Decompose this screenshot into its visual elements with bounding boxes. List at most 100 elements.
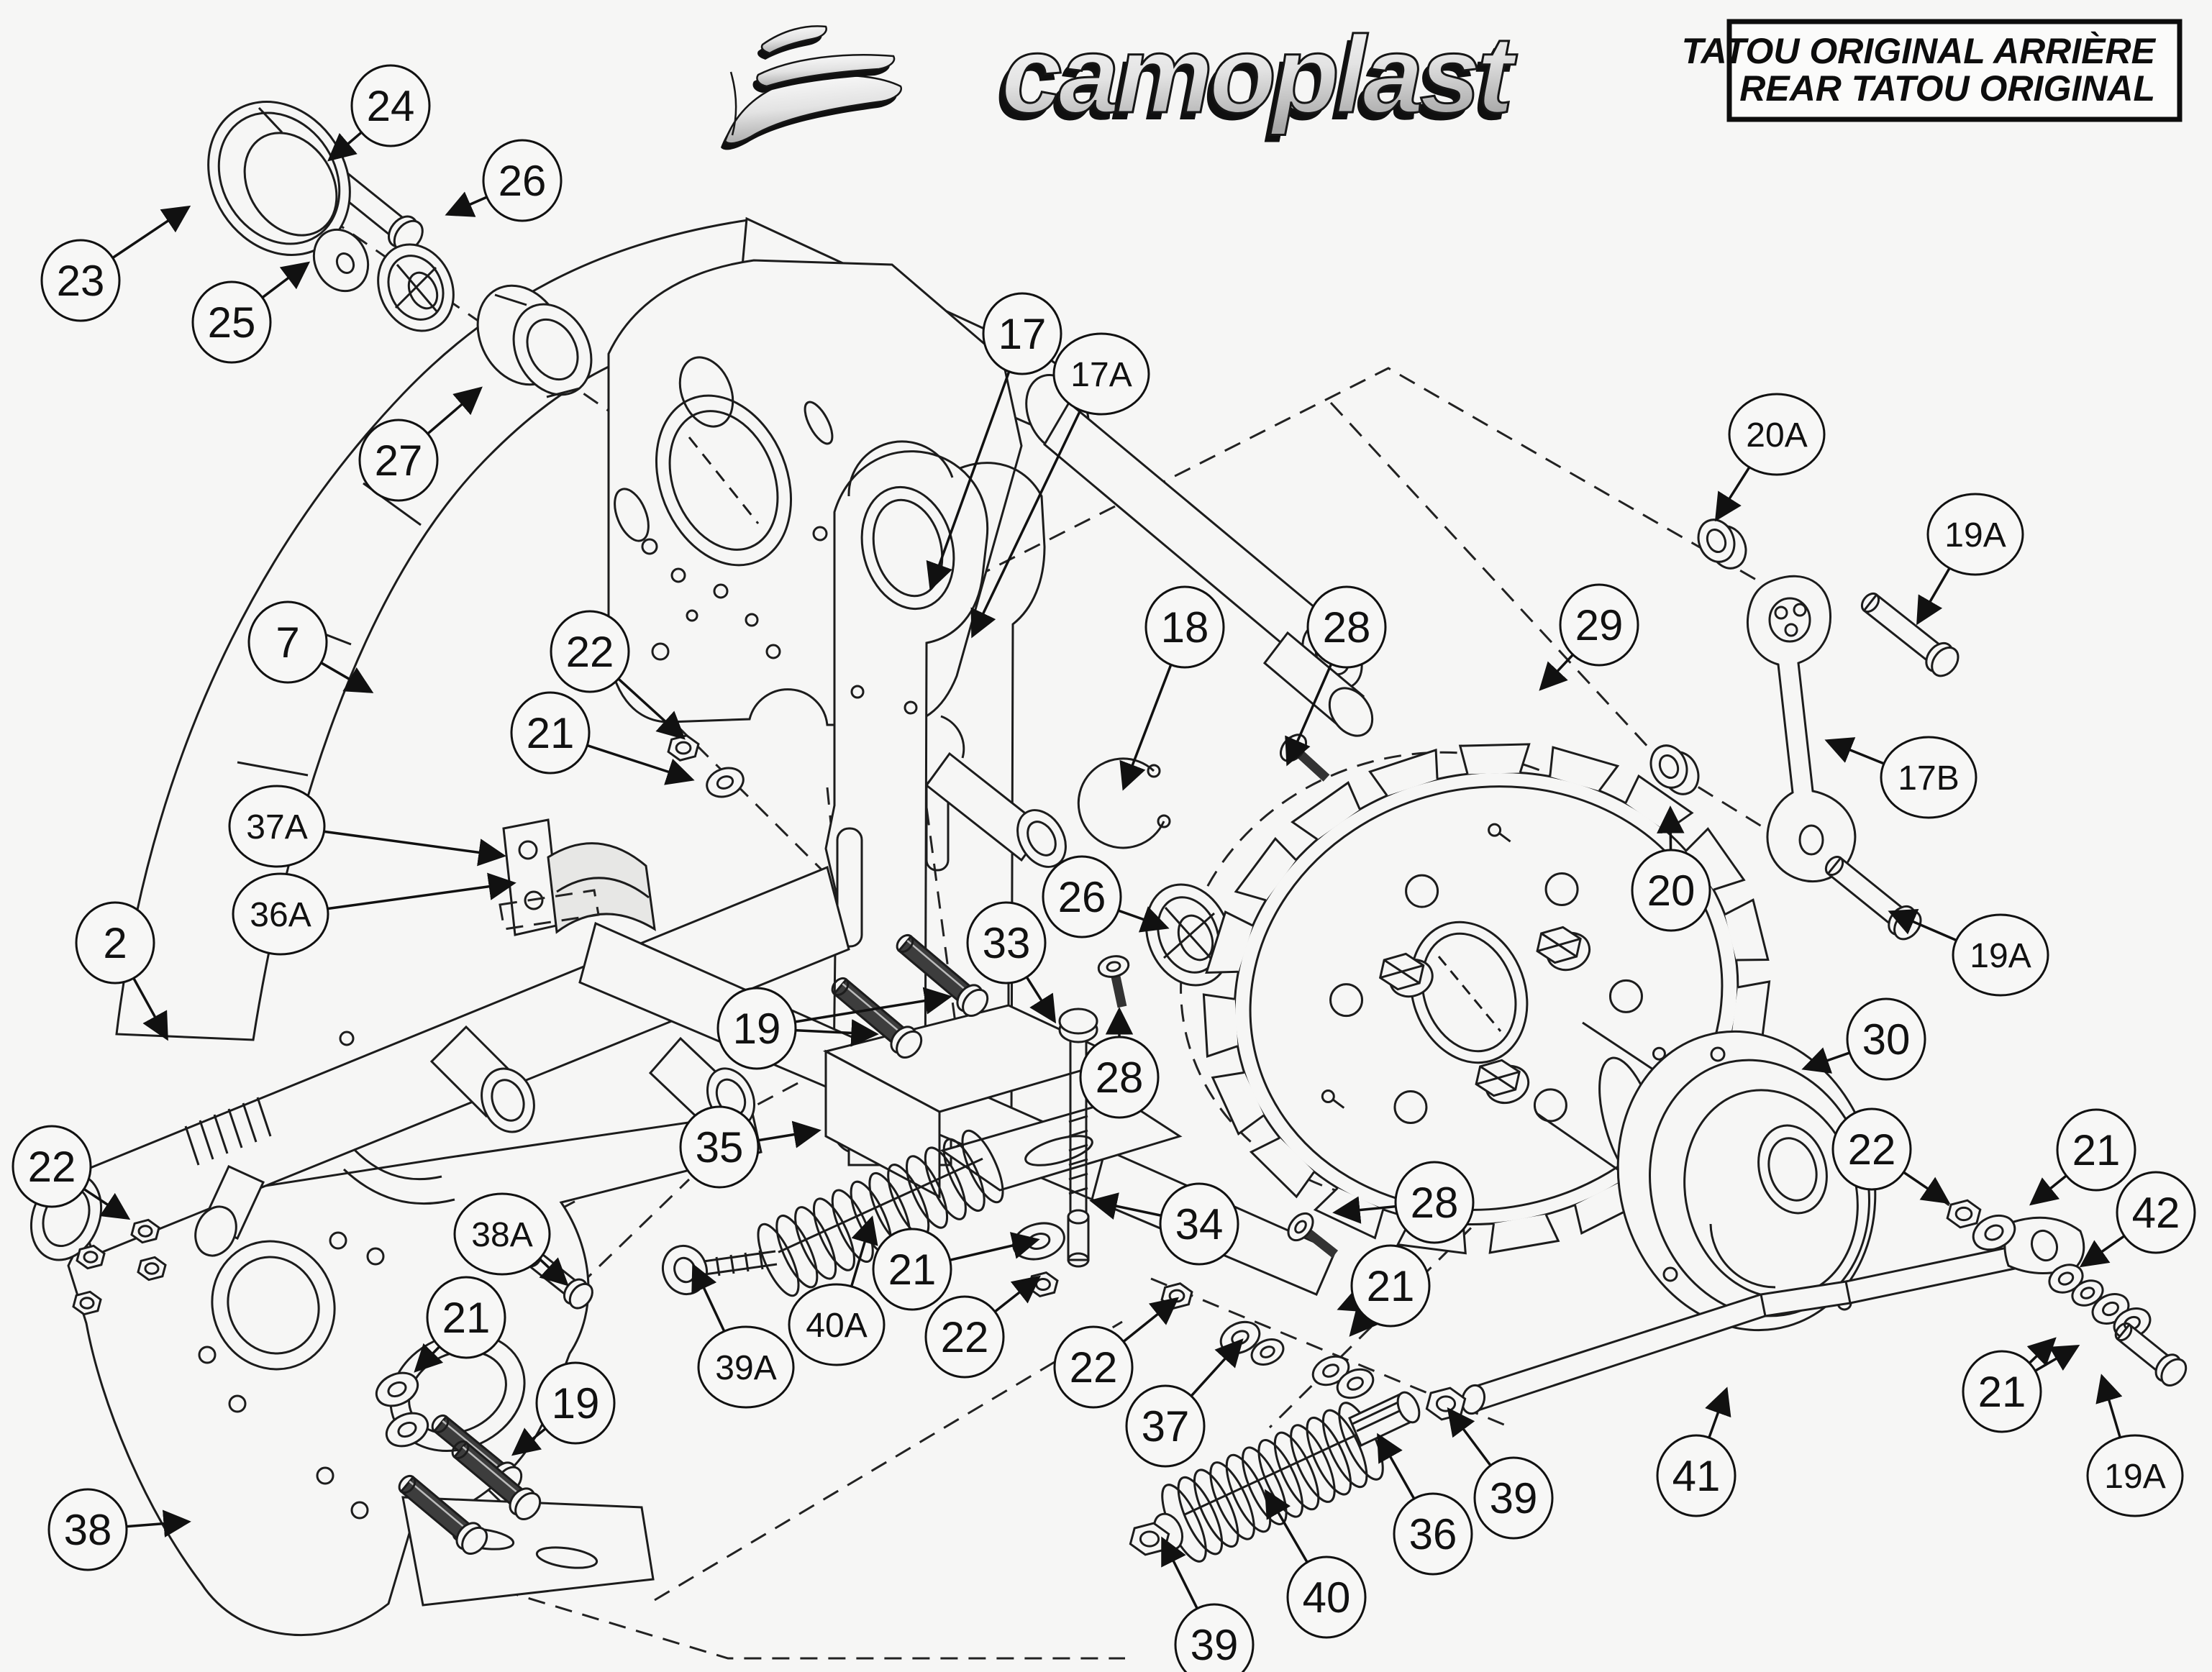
washer-21-row-a <box>1311 1355 1350 1387</box>
callout-label: 7 <box>276 618 299 667</box>
callout-balloon <box>40 239 121 322</box>
leader-line <box>319 661 374 693</box>
part-20A-bushing <box>1697 518 1736 563</box>
nut-39-lower-bore <box>1139 1530 1160 1548</box>
spacer-42-b-hole <box>2080 1287 2095 1299</box>
callout-19A: 19A <box>1916 493 2024 626</box>
leader-line <box>1119 663 1173 791</box>
leader-line <box>1089 1192 1162 1220</box>
leader-line <box>993 1275 1042 1313</box>
washer-21-frame-hole <box>716 775 734 790</box>
bolt-19-g2-head2 <box>514 1491 542 1520</box>
leader-line <box>326 872 516 910</box>
callout-label: 22 <box>566 628 614 676</box>
part-33-bolt <box>1058 1008 1098 1268</box>
leader-line <box>82 1187 131 1220</box>
callout-label: 17A <box>1070 356 1132 394</box>
callout-balloon <box>1350 1244 1431 1328</box>
callout-17: 17 <box>926 292 1062 591</box>
callout-label: 24 <box>367 82 415 130</box>
rivet-screw <box>1652 1046 1666 1061</box>
sprocket-bolt-hole <box>1544 872 1579 906</box>
spacer-42-a <box>2048 1264 2084 1294</box>
callout-23: 23 <box>40 205 191 322</box>
nut-22-g2-bore <box>144 1262 160 1275</box>
callout-label: 20A <box>1746 416 1807 454</box>
callout-label: 29 <box>1575 601 1624 649</box>
part-18-snap-ring <box>1077 757 1165 849</box>
leader-line <box>1801 1047 1851 1074</box>
part-40-spring <box>1290 1424 1336 1503</box>
washer-37b-hole <box>1260 1346 1275 1358</box>
sprocket-bolt-hole <box>1533 1088 1567 1123</box>
axis-line-9 <box>578 1178 691 1287</box>
leader-line <box>691 1263 726 1333</box>
bolt-19-g2-tip <box>451 1440 470 1460</box>
callout-balloon <box>1144 585 1225 669</box>
callout-balloon <box>550 610 630 693</box>
sprocket-bolt-hole <box>1329 983 1364 1018</box>
sprocket-hub-ring <box>1409 920 1529 1064</box>
callout-label: 42 <box>2132 1189 2180 1237</box>
head-plate-hole-2 <box>678 356 734 428</box>
axis-line-15 <box>654 1320 1123 1602</box>
callout-27: 27 <box>358 386 483 502</box>
bolt-19-g1-tip <box>431 1414 450 1434</box>
callout-38: 38 <box>47 1488 191 1571</box>
callout-label: 34 <box>1175 1200 1224 1248</box>
callout-label: 23 <box>57 257 105 305</box>
callout-28: 28 <box>1285 585 1387 767</box>
part-26-bearing-top <box>377 243 455 332</box>
title-line2: REAR TATOU ORIGINAL <box>1739 68 2155 109</box>
callout-balloon <box>966 901 1047 985</box>
callout-label: 39 <box>1191 1621 1239 1669</box>
callout-label: 36 <box>1409 1510 1457 1558</box>
nut-39-upper-bore <box>1435 1395 1457 1412</box>
callout-balloon <box>1846 997 1926 1081</box>
axis-line-4 <box>921 780 960 1045</box>
callout-balloon <box>716 987 797 1070</box>
bolt-19A-upper-head2 <box>1931 647 1960 677</box>
sprocket-tooth <box>1205 910 1254 974</box>
callout-label: 36A <box>250 896 311 934</box>
part-40-spring <box>1242 1446 1288 1525</box>
callout-17A: 17A <box>970 332 1150 639</box>
leader-line <box>2034 1345 2080 1373</box>
callout-balloon <box>75 901 155 985</box>
callout-balloon <box>482 139 563 222</box>
spring-assemblies <box>662 1129 1421 1563</box>
title-line1: TATOU ORIGINAL ARRIÈRE <box>1682 31 2157 71</box>
callout-label: 18 <box>1161 603 1209 652</box>
bolt-19-g3-tip <box>398 1474 417 1494</box>
leader-line <box>111 205 191 260</box>
nut-22-g4 <box>72 1290 102 1316</box>
part-40-spring <box>1306 1416 1352 1496</box>
leader-line <box>445 191 488 217</box>
part-20-bushing <box>1649 744 1688 789</box>
tube-knurl <box>184 1097 272 1166</box>
bolt-19-b-head2 <box>896 1030 923 1059</box>
callout-21: 21 <box>510 691 695 785</box>
leader-line <box>1265 1489 1309 1564</box>
callout-balloon <box>1926 493 2024 576</box>
leader-line <box>1117 906 1170 933</box>
bolt-19-a-head2 <box>962 988 989 1017</box>
part-40-spring <box>1177 1476 1224 1555</box>
callout-41: 41 <box>1656 1387 1737 1517</box>
callout-balloon <box>1559 583 1639 667</box>
callout-40: 40 <box>1265 1489 1367 1639</box>
logo-text: camoplast <box>1001 14 1517 136</box>
leader-line <box>537 1257 569 1287</box>
nut-22-rod-bore <box>1954 1206 1973 1222</box>
part-40A-spring-axis <box>778 1157 983 1253</box>
washer-21-rod2-hole <box>2102 1301 2119 1317</box>
hex-bolt-facets <box>1475 1065 1520 1091</box>
bolt-19-g3-sheen <box>409 1481 473 1534</box>
callout-7: 7 <box>247 600 374 693</box>
tube-saddle <box>342 1148 455 1205</box>
callout-balloon <box>1952 913 2049 997</box>
callout-label: 2 <box>103 919 127 967</box>
bolt-19-g2-sheen <box>462 1446 526 1499</box>
callout-balloon <box>358 419 439 502</box>
sprocket-tooth <box>1291 781 1361 841</box>
